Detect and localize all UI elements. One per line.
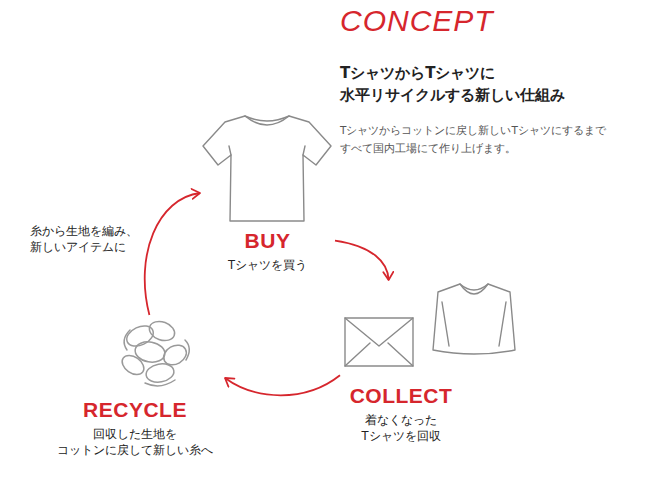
envelope-icon (345, 318, 413, 366)
cycle-arrow (145, 193, 200, 315)
buy-step: BUY Tシャツを買う (200, 108, 335, 278)
step-heading: COLLECT (340, 383, 462, 409)
folded-shirt-icon (433, 284, 515, 354)
collect-step: COLLECT 着なくなった Tシャツを回収 (340, 280, 520, 450)
title: CONCEPT (340, 4, 494, 38)
step-caption: 着なくなった Tシャツを回収 (340, 412, 462, 444)
cycle-arrow (225, 375, 340, 395)
heading-text: TシャツからTシャツに 水平リサイクルする新しい仕組み (340, 62, 565, 106)
step-caption: 回収した生地を コットンに戻して新しい糸へ (45, 426, 225, 458)
body-text: Tシャツからコットンに戻し新しいTシャツにするまで すべて国内工場にて作り上げま… (340, 121, 606, 157)
recycle-step: RECYCLE 回収した生地を コットンに戻して新しい糸へ (45, 315, 225, 465)
step-heading: RECYCLE (45, 397, 225, 423)
yarn-icon (119, 318, 190, 386)
cycle-arrow (335, 241, 389, 280)
step-heading: BUY (200, 228, 335, 254)
tshirt-icon (203, 116, 331, 221)
step-caption: Tシャツを買う (200, 257, 335, 273)
arrow-label: 糸から生地を編み、 新しいアイテムに (28, 222, 140, 256)
